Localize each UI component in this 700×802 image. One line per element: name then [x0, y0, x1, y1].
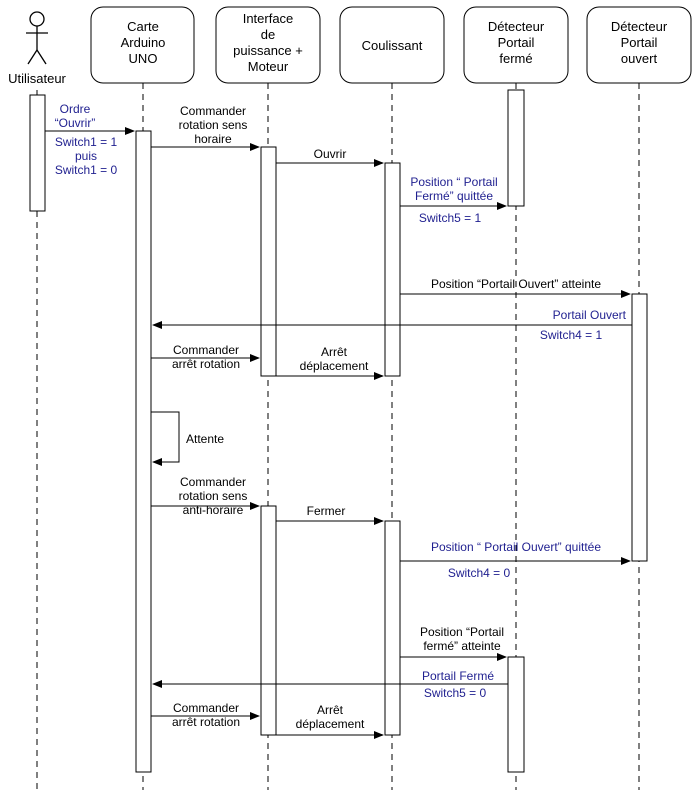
msg-ouvrir: Ouvrir: [314, 147, 347, 161]
activation-interface-1: [260, 146, 277, 377]
activation-det-ferme-2: [507, 656, 525, 773]
user-actor-icon: [26, 11, 48, 65]
header-box-det-ouvert: [586, 6, 692, 84]
activation-det-ferme-1: [507, 89, 525, 207]
note-switch4-1: Switch4 = 1: [540, 328, 603, 342]
msg-ordre-ouvrir: Ordre“Ouvrir”: [55, 102, 96, 130]
activation-user: [29, 94, 46, 212]
note-switch4-0: Switch4 = 0: [448, 566, 511, 580]
header-box-coulissant: [339, 6, 445, 84]
msg-attente: Attente: [186, 432, 224, 446]
arrow-attente-self: [151, 411, 180, 466]
msg-ouvert-quittee: Position “ Portail Ouvert” quittée: [431, 540, 601, 554]
activation-coulissant-1: [384, 162, 401, 377]
activation-arduino: [135, 130, 152, 773]
header-box-interface: [215, 6, 321, 84]
msg-fermer: Fermer: [307, 504, 346, 518]
note-switch5-0: Switch5 = 0: [424, 686, 487, 700]
actor-coulissant-label: Coulissant: [362, 38, 423, 53]
msg-portail-ferme: Portail Fermé: [422, 669, 494, 683]
header-box-det-ferme: [463, 6, 569, 84]
note-switch5-1: Switch5 = 1: [419, 211, 482, 225]
activation-coulissant-2: [384, 520, 401, 736]
header-box-arduino: [90, 6, 195, 84]
actor-user-label: Utilisateur: [8, 71, 66, 86]
msg-ouvert-atteinte: Position “Portail Ouvert” atteinte: [431, 277, 601, 291]
msg-portail-ouvert: Portail Ouvert: [553, 308, 627, 322]
activation-det-ouvert: [631, 293, 648, 562]
activation-interface-2: [260, 505, 277, 736]
